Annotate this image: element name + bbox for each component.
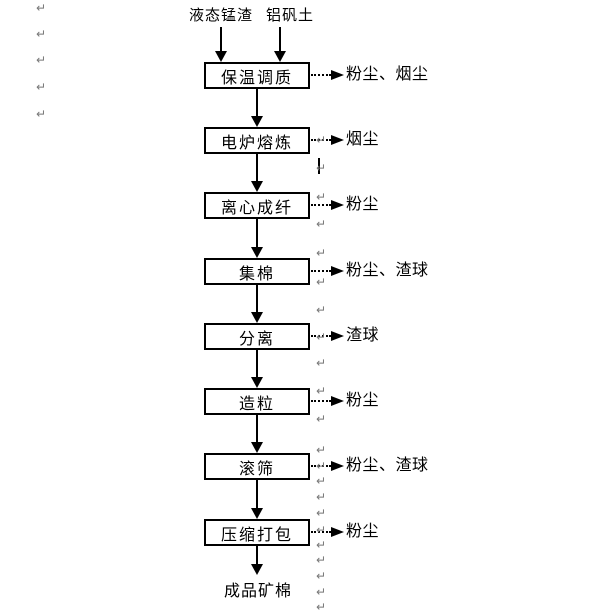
paragraph-mark: ↵ xyxy=(316,303,327,317)
input-arrow-line xyxy=(279,27,281,51)
emission-dashed-line xyxy=(311,204,331,206)
emission-arrowhead-icon xyxy=(331,331,344,341)
flow-arrowhead-icon xyxy=(251,508,263,519)
emission-label: 粉尘、烟尘 xyxy=(346,66,429,83)
paragraph-mark: ↵ xyxy=(316,553,327,567)
paragraph-mark: ↵ xyxy=(36,27,47,41)
paragraph-mark: ↵ xyxy=(316,190,327,204)
paragraph-mark: ↵ xyxy=(316,474,327,488)
emission-dashed-line xyxy=(311,465,331,467)
input-arrowhead-icon xyxy=(274,51,286,62)
emission-label: 渣球 xyxy=(346,327,380,344)
flow-arrowhead-icon xyxy=(251,442,263,453)
paragraph-mark: ↵ xyxy=(316,585,327,599)
paragraph-mark: ↵ xyxy=(316,506,327,520)
flow-connector-line xyxy=(256,415,258,442)
emission-dashed-line xyxy=(311,74,331,76)
paragraph-mark: ↵ xyxy=(316,275,327,289)
emission-arrowhead-icon xyxy=(331,527,344,537)
process-box-rolling-screen: 滚筛 xyxy=(204,453,310,480)
emission-arrowhead-icon xyxy=(331,135,344,145)
paragraph-mark: ↵ xyxy=(316,490,327,504)
input-arrowhead-icon xyxy=(215,51,227,62)
paragraph-mark: ↵ xyxy=(316,443,327,457)
flow-arrowhead-icon xyxy=(251,312,263,323)
paragraph-mark: ↵ xyxy=(316,217,327,231)
flow-arrowhead-icon xyxy=(251,116,263,127)
flow-connector-line xyxy=(256,154,258,181)
paragraph-mark: ↵ xyxy=(36,107,47,121)
paragraph-mark: ↵ xyxy=(316,384,327,398)
emission-dashed-line xyxy=(311,270,331,272)
process-box-granulation: 造粒 xyxy=(204,388,310,415)
input-label-liquid-manganese-slag: 液态锰渣 xyxy=(189,7,254,24)
paragraph-mark: ↵ xyxy=(36,53,47,67)
flow-connector-line xyxy=(256,480,258,508)
paragraph-mark: ↵ xyxy=(316,600,327,611)
flow-arrowhead-icon xyxy=(251,377,263,388)
paragraph-mark: ↵ xyxy=(316,161,327,175)
flow-connector-line xyxy=(256,219,258,247)
input-arrow-line xyxy=(220,27,222,51)
emission-arrowhead-icon xyxy=(331,461,344,471)
paragraph-mark: ↵ xyxy=(36,1,47,15)
emission-dashed-line xyxy=(311,139,331,141)
emission-dashed-line xyxy=(311,400,331,402)
output-arrowhead-icon xyxy=(251,564,263,575)
emission-arrowhead-icon xyxy=(331,70,344,80)
paragraph-mark: ↵ xyxy=(316,330,327,344)
process-box-separation: 分离 xyxy=(204,323,310,350)
paragraph-mark: ↵ xyxy=(316,538,327,552)
process-box-electric-furnace: 电炉熔炼 xyxy=(204,127,310,154)
flow-arrowhead-icon xyxy=(251,181,263,192)
paragraph-mark: ↵ xyxy=(316,246,327,260)
emission-label: 粉尘、渣球 xyxy=(346,262,429,279)
flow-arrowhead-icon xyxy=(251,247,263,258)
stray-line-tick xyxy=(318,158,320,174)
flow-connector-line xyxy=(256,89,258,116)
emission-label: 粉尘 xyxy=(346,523,380,540)
emission-arrowhead-icon xyxy=(331,200,344,210)
paragraph-mark: ↵ xyxy=(316,459,327,473)
process-box-wool-collection: 集棉 xyxy=(204,258,310,285)
flow-connector-line xyxy=(256,350,258,377)
emission-dashed-line xyxy=(311,531,331,533)
emission-arrowhead-icon xyxy=(331,266,344,276)
emission-label: 粉尘 xyxy=(346,196,380,213)
paragraph-mark: ↵ xyxy=(36,80,47,94)
output-arrow-line xyxy=(256,546,258,564)
paragraph-mark: ↵ xyxy=(316,412,327,426)
process-box-conditioning: 保温调质 xyxy=(204,62,310,89)
process-box-centrifugal-fiberizing: 离心成纤 xyxy=(204,192,310,219)
paragraph-mark: ↵ xyxy=(316,569,327,583)
input-label-bauxite: 铝矾土 xyxy=(266,7,315,24)
process-box-compress-pack: 压缩打包 xyxy=(204,519,310,546)
flow-connector-line xyxy=(256,285,258,312)
final-product-label: 成品矿棉 xyxy=(224,583,293,600)
paragraph-mark: ↵ xyxy=(316,356,327,370)
paragraph-mark: ↵ xyxy=(316,133,327,147)
paragraph-mark: ↵ xyxy=(316,523,327,537)
emission-label: 烟尘 xyxy=(346,131,380,148)
emission-dashed-line xyxy=(311,335,331,337)
emission-label: 粉尘 xyxy=(346,392,380,409)
emission-label: 粉尘、渣球 xyxy=(346,457,429,474)
emission-arrowhead-icon xyxy=(331,396,344,406)
